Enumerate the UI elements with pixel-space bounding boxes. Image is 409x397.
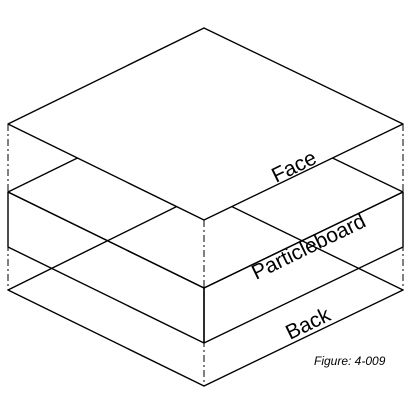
alignment-guides [7, 124, 404, 386]
face-sheet [7, 27, 404, 221]
figure-caption: Figure: 4-009 [314, 354, 386, 368]
